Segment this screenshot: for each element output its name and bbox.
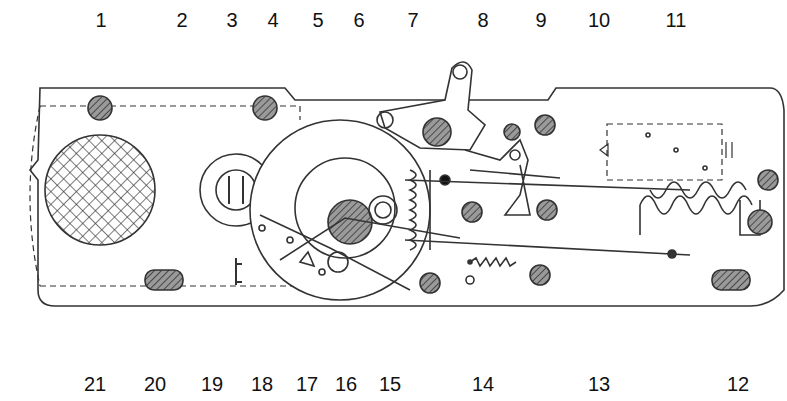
callout-number: 21 [84,374,106,394]
callout-number: 13 [588,374,610,394]
callout-number: 8 [477,10,488,30]
callout-number: 7 [407,10,418,30]
callout-number: 19 [201,374,223,394]
callout-number: 10 [588,10,610,30]
callout-number: 14 [472,374,494,394]
callout-number: 16 [335,374,357,394]
callout-number: 6 [353,10,364,30]
callout-number: 1 [95,10,106,30]
callout-number: 17 [296,374,318,394]
callout-number: 4 [267,10,278,30]
callout-number: 5 [312,10,323,30]
callout-number: 3 [226,10,237,30]
callout-number: 9 [535,10,546,30]
callout-number: 12 [727,374,749,394]
callout-number: 11 [666,10,687,30]
callout-number: 15 [379,374,401,394]
callout-number: 18 [251,374,273,394]
callout-number: 20 [144,374,166,394]
callout-number: 2 [176,10,187,30]
